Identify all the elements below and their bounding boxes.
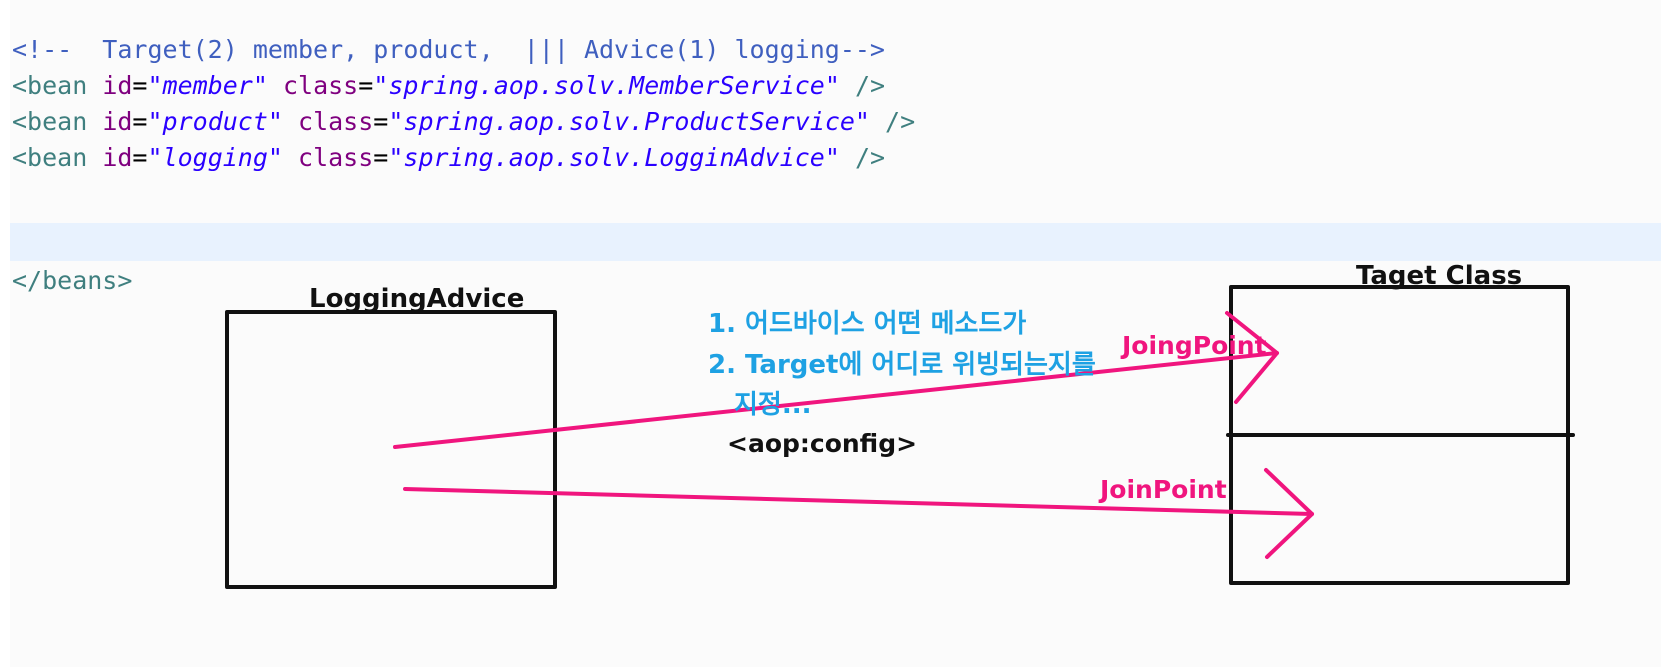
code-line[interactable]: <!-- Target(2) member, product, ||| Advi… (12, 32, 915, 68)
code-token-attr: class (298, 107, 374, 136)
code-token-eq: = (132, 143, 148, 172)
code-token-attr: id (102, 71, 133, 100)
joinpoint-top-label: JoingPoint (1122, 331, 1267, 360)
code-token-comment: <!-- Target(2) member, product, ||| Advi… (12, 35, 885, 64)
advice-arrow-bottom-line (403, 487, 1314, 516)
code-editor[interactable] (10, 0, 1661, 667)
code-token-val: "product" (147, 107, 283, 136)
code-token-eq: = (358, 71, 374, 100)
beans-closing-tag: </beans> (12, 266, 133, 295)
code-token-attr: class (298, 143, 374, 172)
target-class-label: Taget Class (1356, 261, 1523, 291)
code-line[interactable]: <bean id="logging" class="spring.aop.sol… (12, 140, 915, 176)
code-token-val: "logging" (147, 143, 283, 172)
advice-arrow-top-head (1225, 311, 1279, 404)
code-token-eq: = (132, 107, 148, 136)
code-line[interactable]: <bean id="product" class="spring.aop.sol… (12, 104, 915, 140)
aop-config-label: <aop:config> (727, 429, 918, 458)
code-token-tag: <bean (12, 107, 103, 136)
code-token-val: "spring.aop.solv.ProductService" (388, 107, 870, 136)
current-line-highlight (10, 223, 1661, 261)
logging-advice-box (225, 310, 557, 589)
code-token-eq: = (132, 71, 148, 100)
code-token-eq: = (373, 107, 389, 136)
code-token-attr: id (102, 107, 133, 136)
code-token-tag: /> (869, 107, 916, 136)
note-step-2-continued: 지정... (734, 390, 812, 420)
advice-arrow-bottom-head (1264, 468, 1314, 559)
logging-advice-label: LoggingAdvice (309, 284, 525, 314)
xml-code-block[interactable]: <!-- Target(2) member, product, ||| Advi… (12, 32, 915, 176)
code-token-eq: = (373, 143, 389, 172)
code-token-val: "spring.aop.solv.LogginAdvice" (388, 143, 840, 172)
code-token-attr: id (102, 143, 133, 172)
code-token-val: "spring.aop.solv.MemberService" (373, 71, 840, 100)
code-token-tag: <bean (12, 71, 103, 100)
advice-arrow-top-line (393, 351, 1279, 449)
code-token-attr: class (282, 71, 359, 100)
note-step-2: 2. Target에 어디로 위빙되는지를 (708, 350, 1096, 380)
note-step-1: 1. 어드바이스 어떤 메소드가 (708, 309, 1027, 339)
code-line[interactable]: <bean id="member" class="spring.aop.solv… (12, 68, 915, 104)
joinpoint-bottom-label: JoinPoint (1100, 475, 1227, 504)
code-token-tag: <bean (12, 143, 103, 172)
code-token-tag: /> (839, 143, 886, 172)
editor-gutter (0, 0, 10, 667)
code-token-val: "member" (147, 71, 268, 100)
code-token-tag: /> (839, 71, 886, 100)
